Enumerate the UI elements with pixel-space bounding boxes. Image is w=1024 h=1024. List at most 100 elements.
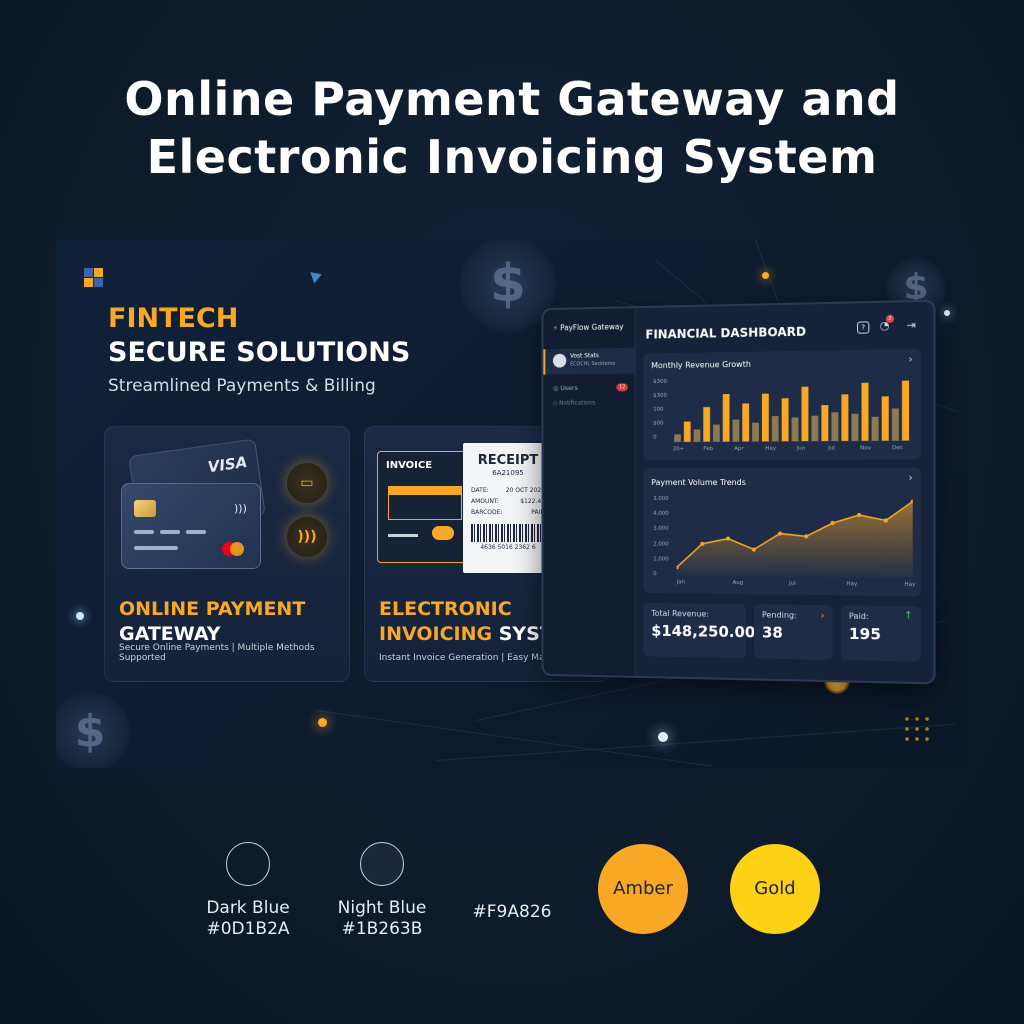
dashboard-sidebar: ⚡ PayFlow Gateway Vost Stats ECOCHL Seck…: [543, 308, 635, 676]
barcode-icon: [471, 524, 545, 542]
swatch-night-blue: Night Blue #1B263B: [326, 842, 438, 940]
volume-y-axis: 3,0004,0003,0002,0001,0000: [643, 467, 921, 468]
glow-dot: [944, 310, 950, 316]
glow-dot: [658, 732, 668, 742]
sidebar-user[interactable]: Vost Stats ECOCHL Seckteme: [543, 348, 635, 375]
headline-line-2: Electronic Invoicing System: [0, 128, 1024, 186]
volume-point: [884, 518, 888, 522]
revenue-bar: [872, 417, 879, 441]
chevron-right-icon[interactable]: ›: [909, 473, 913, 484]
volume-x-tick: Jan: [677, 579, 685, 585]
volume-point: [857, 513, 861, 517]
card-number-dash: [134, 530, 154, 534]
revenue-bar: [902, 381, 909, 441]
chevron-right-icon[interactable]: ›: [909, 354, 913, 365]
stat-value: 195: [849, 625, 913, 644]
revenue-x-tick: Apr: [734, 446, 743, 452]
receipt-row: DATE:20 OCT 2023: [471, 485, 545, 496]
invoice-document-icon: INVOICE: [377, 451, 473, 563]
sidebar-item-users[interactable]: ◎ Users: [553, 384, 578, 392]
nfc-icon: ))): [287, 517, 327, 557]
chevron-right-icon: ›: [821, 611, 825, 621]
revenue-y-tick: $00: [653, 421, 663, 427]
volume-y-tick: 3,000: [653, 496, 668, 502]
payment-gateway-card[interactable]: VISA ))) ▭ ))) ONLINE PAYMENT GATEWAY Se…: [104, 426, 350, 682]
financial-dashboard: ⚡ PayFlow Gateway Vost Stats ECOCHL Seck…: [542, 300, 936, 685]
revenue-bar-chart: [673, 376, 911, 443]
revenue-bar: [862, 383, 869, 442]
receipt-document: RECEIPT 6A21095 DATE:20 OCT 2023 AMOUNT:…: [463, 443, 553, 573]
swatch-hex: #1B263B: [326, 919, 438, 940]
dashboard-brand: ⚡ PayFlow Gateway: [553, 322, 624, 332]
stat-value: 38: [762, 623, 825, 642]
stat-label: Pending:: [762, 610, 825, 620]
volume-y-tick: 4,000: [653, 511, 668, 517]
invoice-table-header: [389, 487, 461, 495]
revenue-bar: [752, 423, 759, 442]
revenue-x-tick: 20+: [673, 446, 684, 452]
hero-title: SECURE SOLUTIONS: [108, 336, 410, 370]
hero-banner: $ $ $ FINTECH SECURE SOLUTIONS Streamlin…: [56, 240, 968, 768]
revenue-y-tick: $300: [653, 379, 667, 385]
card-number-dash: [160, 530, 180, 534]
revenue-y-tick: 100: [653, 407, 663, 413]
volume-y-tick: 1,000: [653, 556, 668, 562]
volume-x-tick: Jul: [789, 581, 796, 587]
volume-area: [677, 501, 913, 577]
sidebar-user-name: Vost Stats: [570, 352, 599, 359]
revenue-x-tick: Dec: [892, 445, 903, 451]
revenue-bar: [723, 394, 730, 442]
card-chip-icon: [134, 500, 156, 517]
revenue-bar: [703, 407, 710, 442]
volume-point: [700, 542, 704, 546]
volume-point: [752, 547, 756, 551]
credit-card-icon: ))): [121, 483, 261, 569]
volume-panel-title: Payment Volume Trends: [651, 478, 746, 487]
contactless-icon: ))): [234, 502, 247, 515]
invoice-title-accent-2: INVOICING: [379, 623, 492, 645]
lightning-icon: ⚡: [553, 324, 558, 333]
revenue-bar: [831, 412, 838, 441]
invoice-line: [388, 534, 418, 537]
glow-dot: [762, 272, 769, 279]
headline-line-1: Online Payment Gateway and: [0, 70, 1024, 128]
logout-icon[interactable]: ⇥: [906, 318, 916, 331]
arrow-up-icon: ↑: [904, 610, 913, 621]
stat-total-revenue: Total Revenue: $148,250.00: [643, 603, 745, 658]
dollar-coin-icon: $: [56, 692, 130, 768]
volume-point: [831, 521, 835, 525]
receipt-row: BARCODE:PAID: [471, 507, 545, 518]
triangle-icon: [310, 269, 324, 284]
revenue-bar: [892, 408, 899, 441]
invoice-pill-icon: [432, 526, 454, 540]
bell-small-icon: ◇: [553, 400, 557, 407]
swatch-amber-hex: #F9A826: [456, 902, 568, 922]
payment-title-accent: ONLINE PAYMENT: [119, 597, 305, 622]
help-icon[interactable]: ?: [857, 321, 869, 333]
revenue-bar: [694, 429, 701, 442]
revenue-x-tick: Jun: [797, 446, 806, 452]
swatch-amber: Amber: [598, 844, 688, 934]
revenue-bar: [674, 434, 681, 442]
card-number-dash: [186, 530, 206, 534]
receipt-row: AMOUNT:$122.40: [471, 496, 545, 507]
revenue-bar: [821, 405, 828, 441]
revenue-y-tick: 0: [653, 435, 656, 441]
revenue-bar: [882, 396, 889, 441]
payment-card-title: ONLINE PAYMENT GATEWAY: [119, 597, 305, 647]
nav-badge: 12: [616, 383, 628, 391]
swatch-gold: Gold: [730, 844, 820, 934]
network-line: [436, 724, 955, 761]
swatch-circle: [226, 842, 270, 886]
revenue-x-tick: Hay: [765, 446, 776, 452]
revenue-bar: [713, 425, 720, 443]
revenue-bar: [742, 403, 749, 442]
stat-pending: Pending: 38 ›: [754, 604, 833, 660]
stat-paid: Paid: 195 ↑: [841, 605, 921, 661]
volume-x-tick: Hay: [846, 581, 857, 587]
sidebar-item-notifications[interactable]: ◇ Notifications: [553, 400, 595, 407]
revenue-bar: [841, 394, 848, 441]
